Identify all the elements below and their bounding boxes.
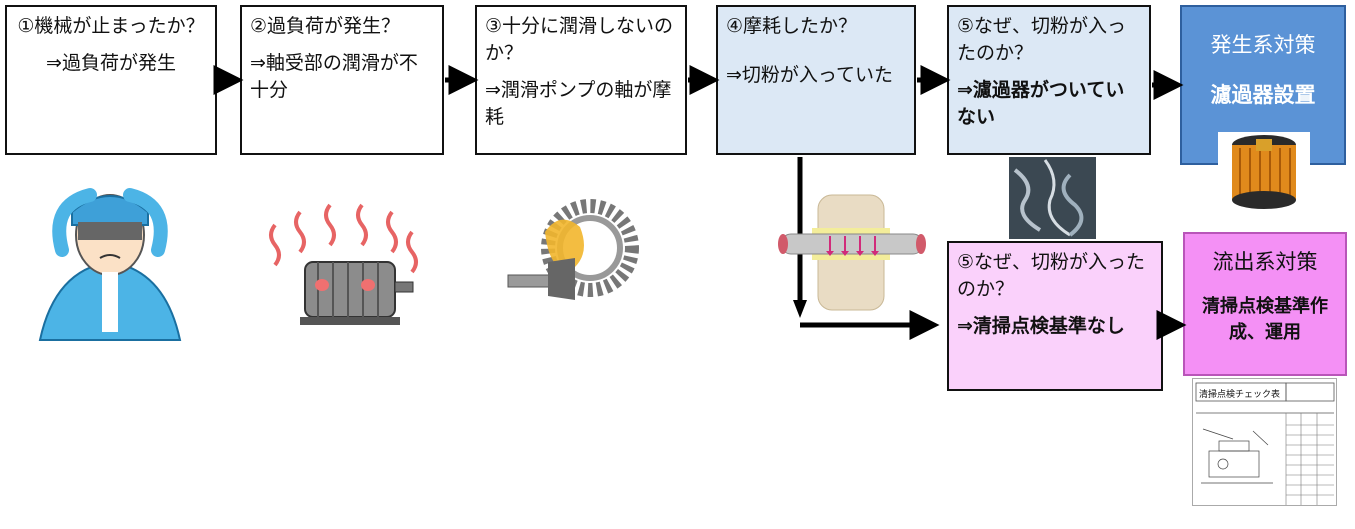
source-countermeasure-action: 濾過器設置 xyxy=(1210,83,1316,107)
branch-step-5-title: ⑤なぜ、切粉が入ったのか？ xyxy=(957,251,1146,300)
source-countermeasure-heading: 発生系対策 xyxy=(1210,33,1316,57)
step-4-title: ④摩耗したか？ xyxy=(726,15,858,37)
oil-filter-photo xyxy=(1218,132,1310,218)
outflow-countermeasure-heading: 流出系対策 xyxy=(1212,250,1318,274)
step-1-cause: ⇒過負荷が発生 xyxy=(46,52,176,74)
shaft-chips-illustration xyxy=(778,194,926,311)
step-4-cause: ⇒切粉が入っていた xyxy=(726,64,893,86)
bevel-gear-illustration xyxy=(507,199,639,300)
step-2-cause: ⇒軸受部の潤滑が不十分 xyxy=(250,52,418,101)
step-3-cause: ⇒潤滑ポンプの軸が摩耗 xyxy=(485,79,672,128)
step-5-box: ⑤なぜ、切粉が入ったのか？ ⇒濾過器がついていない xyxy=(947,5,1151,155)
machining-chips-photo xyxy=(1009,157,1096,239)
step-5-cause: ⇒濾過器がついていない xyxy=(957,79,1125,128)
checklist-grid xyxy=(1195,382,1335,505)
worried-worker-illustration xyxy=(38,188,182,341)
overheated-motor-illustration xyxy=(269,203,418,325)
step-3-title: ③十分に潤滑しないのか？ xyxy=(485,15,674,64)
inspection-checklist-image: 清掃点検チェック表 xyxy=(1192,378,1337,506)
checklist-title: 清掃点検チェック表 xyxy=(1199,390,1281,400)
outflow-countermeasure-box: 流出系対策 清掃点検基準作成、運用 xyxy=(1183,232,1347,376)
step-4-box: ④摩耗したか？ ⇒切粉が入っていた xyxy=(716,5,916,155)
step-2-title: ②過負荷が発生？ xyxy=(250,15,401,37)
step-1-box: ①機械が止まったか？ ⇒過負荷が発生 xyxy=(5,5,217,155)
step-5-title: ⑤なぜ、切粉が入ったのか？ xyxy=(957,15,1127,64)
branch-connector xyxy=(793,157,940,340)
step-3-box: ③十分に潤滑しないのか？ ⇒潤滑ポンプの軸が摩耗 xyxy=(475,5,687,155)
branch-step-5-cause: ⇒清掃点検基準なし xyxy=(957,315,1125,337)
step-2-box: ②過負荷が発生？ ⇒軸受部の潤滑が不十分 xyxy=(240,5,444,155)
outflow-countermeasure-action: 清掃点検基準作成、運用 xyxy=(1202,296,1328,343)
step-1-title: ①機械が止まったか？ xyxy=(17,15,205,37)
branch-step-5-box: ⑤なぜ、切粉が入ったのか？ ⇒清掃点検基準なし xyxy=(947,241,1163,391)
